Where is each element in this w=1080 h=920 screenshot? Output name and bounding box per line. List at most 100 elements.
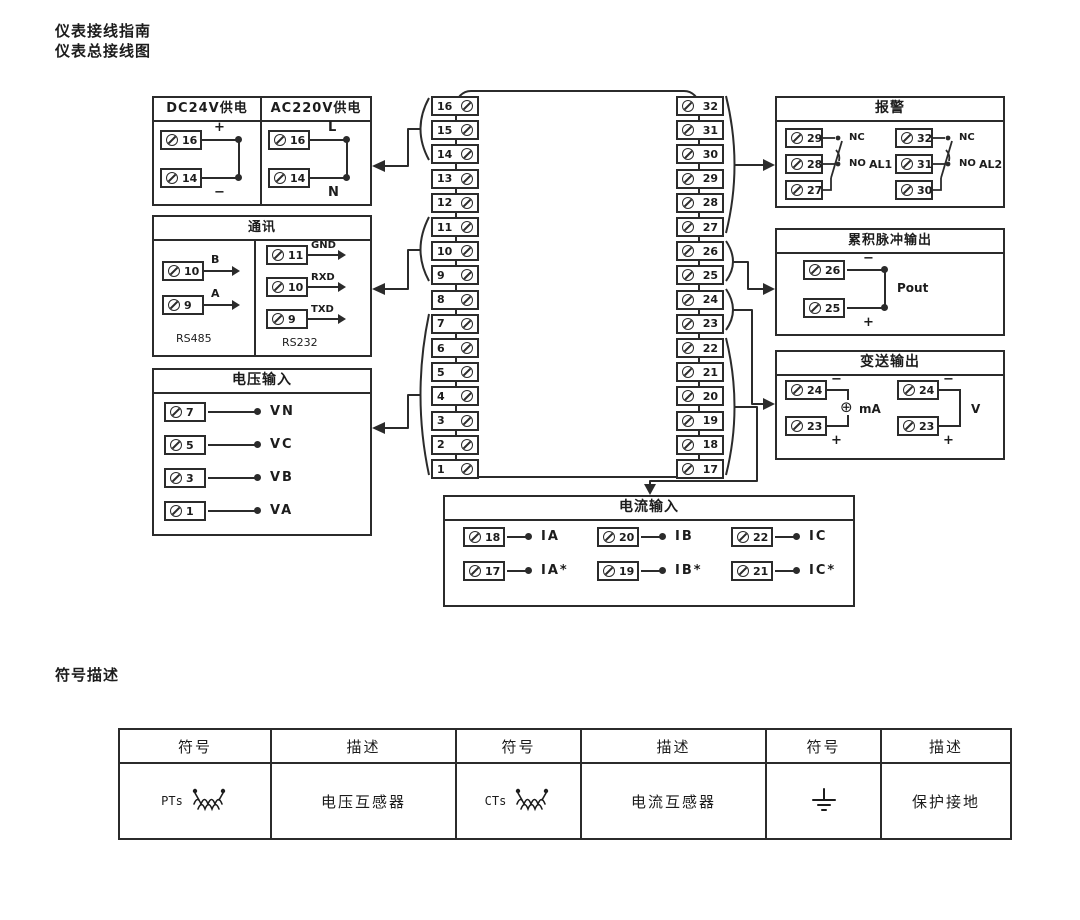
terminal-3: 3	[164, 468, 206, 488]
voltage-input-content: 7 VN 5 VC 3 VB 1 VA	[154, 394, 370, 534]
terminal-number: 13	[437, 172, 453, 186]
rs232-gnd-label: GND	[311, 240, 336, 251]
wire	[827, 389, 849, 391]
arrowhead-power	[372, 160, 385, 172]
terminal-number: 19	[702, 414, 718, 428]
wire	[847, 269, 887, 271]
communication-content: 10 B 9 A RS485 11 GND 10 RXD	[154, 241, 370, 355]
alarm-group-al1: 29 28 27	[785, 128, 893, 202]
screw-icon	[170, 439, 182, 451]
terminal-number: 25	[825, 301, 841, 315]
terminal-number: 32	[917, 131, 933, 145]
symbol-table-data-row: PTs 电压互感器 CTs	[118, 762, 1012, 840]
screw-icon	[603, 531, 615, 543]
screw-icon	[682, 100, 694, 112]
terminal-number: 26	[702, 244, 718, 258]
terminal-14-ac: 14	[268, 168, 310, 188]
terminal-number: 28	[702, 196, 718, 210]
current-source-icon: ⊕	[840, 398, 853, 416]
screw-icon	[272, 249, 284, 261]
screw-icon	[682, 414, 694, 427]
screw-icon	[461, 317, 473, 330]
strip-terminal-21: 21	[676, 362, 724, 383]
arrowhead-transmit	[763, 398, 775, 410]
dc-plus-sign: +	[214, 120, 225, 135]
dc24v-header: DC24V供电	[154, 98, 260, 122]
screw-icon	[682, 269, 694, 282]
screw-icon	[682, 463, 694, 475]
ma-plus-sign: +	[831, 433, 842, 448]
brace-power	[419, 97, 430, 161]
current-input-box: 电流输入 18 IA 17 IA*	[443, 495, 855, 607]
pulse-connector	[733, 261, 763, 290]
terminal-number: 18	[702, 438, 718, 452]
transmit-connector	[733, 309, 763, 405]
ac220v-header: AC220V供电	[262, 98, 370, 122]
junction-dot	[254, 408, 261, 415]
signal-wire-arrow	[308, 250, 346, 260]
screw-icon	[168, 299, 180, 311]
screw-icon	[461, 463, 473, 475]
terminal-number: 20	[702, 389, 718, 403]
arrowhead-current	[644, 484, 656, 495]
terminal-21: 21	[731, 561, 773, 581]
terminal-number: 1	[437, 462, 445, 476]
terminal-number: 14	[182, 171, 198, 185]
terminal-number: 17	[702, 462, 718, 476]
ct-label: CTs	[484, 794, 507, 808]
terminal-number: 24	[807, 383, 823, 397]
terminal-number: 6	[437, 341, 445, 355]
terminal-number: 5	[186, 438, 194, 452]
screw-icon	[461, 148, 473, 161]
current-group-b: 20 IB 19 IB*	[597, 521, 725, 605]
strip-terminal-28: 28	[676, 192, 724, 213]
ground-symbol-cell	[765, 762, 882, 840]
col-header-symbol-2: 符号	[455, 728, 582, 764]
strip-terminal-12: 12	[431, 192, 479, 213]
pulse-output-content: 26 − 25 + Pout	[777, 252, 1003, 334]
terminal-number: 9	[288, 312, 296, 326]
screw-icon	[274, 134, 286, 146]
al1-label: AL1	[869, 158, 893, 171]
terminal-number: 24	[919, 383, 935, 397]
terminal-29: 29	[785, 128, 823, 148]
terminal-number: 16	[182, 133, 198, 147]
screw-icon	[791, 184, 803, 196]
screw-icon	[903, 384, 915, 396]
pout-label: Pout	[897, 281, 929, 295]
terminal-number: 31	[917, 157, 933, 171]
screw-icon	[682, 317, 694, 330]
wire	[641, 536, 665, 538]
screw-icon	[791, 132, 803, 144]
terminal-9-rs485: 9	[162, 295, 204, 315]
terminal-number: 11	[288, 248, 304, 262]
arrowhead-alarm	[763, 159, 775, 171]
v-minus-sign: −	[943, 372, 954, 387]
terminal-number: 24	[702, 293, 718, 307]
terminal-24-ma: 24	[785, 380, 827, 400]
screw-icon	[901, 132, 913, 144]
screw-icon	[170, 472, 182, 484]
wire	[827, 425, 849, 427]
junction-dot	[343, 174, 350, 181]
wire	[208, 444, 260, 446]
strip-terminal-7: 7	[431, 313, 479, 334]
terminal-14-dc: 14	[160, 168, 202, 188]
strip-terminal-30: 30	[676, 144, 724, 165]
screw-icon	[682, 390, 694, 403]
pt-symbol-cell: PTs	[118, 762, 272, 840]
terminal-28: 28	[785, 154, 823, 174]
screw-icon	[461, 438, 473, 451]
terminal-23-v: 23	[897, 416, 939, 436]
comm-connector	[384, 249, 420, 290]
rs485-a-label: A	[211, 287, 220, 300]
page-subtitle: 仪表总接线图	[55, 42, 152, 60]
screw-icon	[461, 124, 473, 137]
ic-label: IC	[809, 529, 828, 544]
terminal-number: 7	[186, 405, 194, 419]
power-connector	[384, 128, 420, 167]
screw-icon	[461, 293, 473, 306]
wire	[208, 477, 260, 479]
terminal-17: 17	[463, 561, 505, 581]
